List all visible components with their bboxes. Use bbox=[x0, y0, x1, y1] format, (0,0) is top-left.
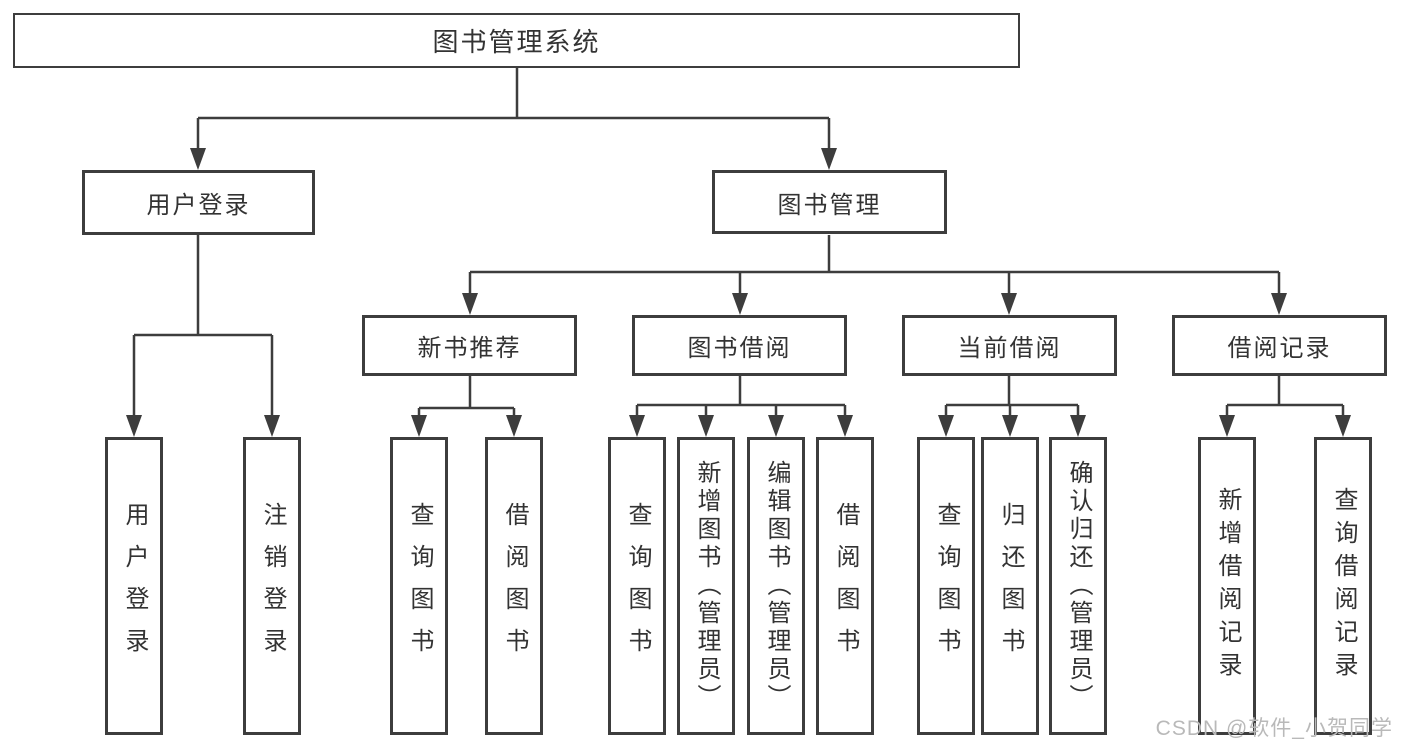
node-borrowing-records: 借阅记录 bbox=[1172, 315, 1387, 376]
node-new-book-recommend: 新书推荐 bbox=[362, 315, 577, 376]
leaf-label: 编辑图书（管理员） bbox=[763, 460, 790, 712]
node-root-label: 图书管理系统 bbox=[432, 27, 601, 57]
leaf-label: 归还图书 bbox=[997, 502, 1024, 670]
leaf-edit-books-admin: 编辑图书（管理员） bbox=[747, 437, 805, 735]
node-book-borrowing: 图书借阅 bbox=[632, 315, 847, 376]
leaf-query-books-recommend: 查询图书 bbox=[390, 437, 448, 735]
watermark: CSDN @软件_小贺同学 bbox=[1155, 717, 1393, 740]
leaf-label: 借阅图书 bbox=[832, 502, 859, 670]
leaf-label: 查询图书 bbox=[933, 502, 960, 670]
node-label: 用户登录 bbox=[146, 192, 251, 219]
node-label: 图书管理 bbox=[777, 191, 882, 219]
node-label: 当前借阅 bbox=[957, 335, 1062, 362]
leaf-label: 确认归还（管理员） bbox=[1065, 460, 1092, 712]
node-user-login-branch: 用户登录 bbox=[82, 170, 315, 235]
leaf-query-borrow-record: 查询借阅记录 bbox=[1314, 437, 1372, 735]
node-book-management-branch: 图书管理 bbox=[712, 170, 947, 234]
leaf-add-borrow-record: 新增借阅记录 bbox=[1198, 437, 1256, 735]
leaf-borrow-books-recommend: 借阅图书 bbox=[485, 437, 543, 735]
leaf-confirm-return-admin: 确认归还（管理员） bbox=[1049, 437, 1107, 735]
node-current-borrowing: 当前借阅 bbox=[902, 315, 1117, 376]
node-label: 借阅记录 bbox=[1227, 335, 1332, 362]
leaf-label: 借阅图书 bbox=[501, 502, 528, 670]
leaf-label: 用户登录 bbox=[121, 502, 148, 670]
leaf-add-books-admin: 新增图书（管理员） bbox=[677, 437, 735, 735]
leaf-return-books: 归还图书 bbox=[981, 437, 1039, 735]
leaf-query-books-borrow: 查询图书 bbox=[608, 437, 666, 735]
leaf-logout: 注销登录 bbox=[243, 437, 301, 735]
leaf-user-login: 用户登录 bbox=[105, 437, 163, 735]
node-label: 新书推荐 bbox=[417, 335, 522, 362]
node-label: 图书借阅 bbox=[687, 335, 792, 362]
leaf-label: 查询借阅记录 bbox=[1330, 487, 1357, 685]
connector-lines bbox=[132, 68, 1345, 417]
node-root-system: 图书管理系统 bbox=[13, 13, 1020, 68]
leaf-label: 注销登录 bbox=[259, 502, 286, 670]
leaf-query-books-current: 查询图书 bbox=[917, 437, 975, 735]
leaf-label: 查询图书 bbox=[406, 502, 433, 670]
leaf-label: 新增图书（管理员） bbox=[693, 460, 720, 712]
leaf-label: 查询图书 bbox=[624, 502, 651, 670]
leaf-label: 新增借阅记录 bbox=[1214, 487, 1241, 685]
leaf-borrow-books: 借阅图书 bbox=[816, 437, 874, 735]
